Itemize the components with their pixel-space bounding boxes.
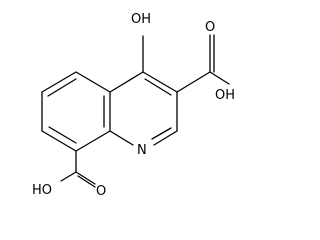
ring-nitrogen-label: N (137, 143, 147, 158)
bond (75, 71, 111, 93)
bond (75, 130, 111, 152)
bond (41, 71, 77, 93)
bond (60, 171, 77, 182)
chemical-structure: OH O OH N HO O (32, 12, 235, 198)
bond (142, 71, 178, 93)
acid-oh-left-label: HO (32, 183, 52, 198)
atom-labels: OH O OH N HO O (32, 12, 235, 198)
bond (41, 130, 77, 152)
double-bond-inner (151, 127, 172, 140)
hydroxyl-label: OH (131, 12, 151, 27)
bond (209, 71, 230, 85)
double-bond-inner (77, 175, 96, 188)
double-bond-inner (144, 78, 172, 96)
bond (153, 130, 178, 146)
bond (109, 130, 134, 146)
bond (109, 71, 144, 93)
acid-o-left-label: O (96, 184, 106, 198)
double-bond-inner (48, 126, 77, 144)
bonds (41, 34, 230, 188)
bond (176, 71, 211, 93)
double-bond-inner (47, 78, 77, 97)
bond (75, 171, 96, 185)
acid-oh-right-label: OH (215, 88, 235, 103)
acid-o-right-label: O (205, 20, 215, 35)
